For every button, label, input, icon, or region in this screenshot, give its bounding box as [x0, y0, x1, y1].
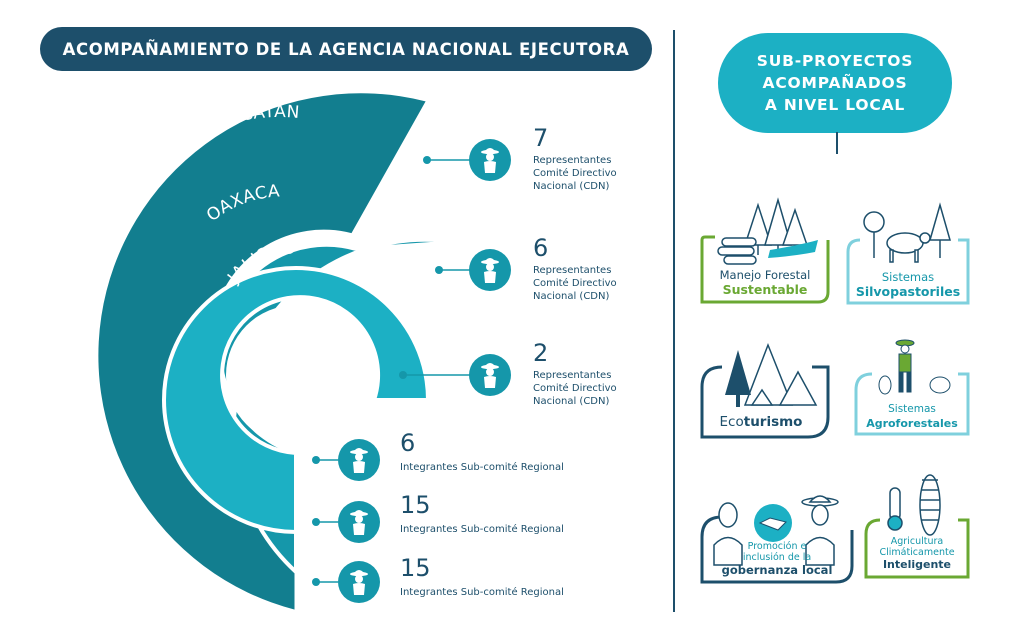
cow-icon [886, 232, 931, 263]
card-agro-text: Sistemas Agroforestales [866, 403, 958, 430]
card-eco [700, 342, 830, 439]
man-hat-icon [801, 495, 839, 566]
handshake-icon [754, 504, 792, 542]
card-forestal-text: Manejo Forestal Sustentable [719, 268, 811, 297]
tent-icon [743, 342, 818, 406]
person-icon [481, 363, 499, 388]
person-icon [350, 448, 368, 473]
logs-icon [717, 237, 757, 265]
regional-label-1: Integrantes Sub-comité Regional [400, 462, 564, 473]
tree-icon [863, 202, 951, 258]
cdn-count-1: 7 [533, 124, 549, 152]
card-agro [854, 339, 970, 436]
pine-tree-icon [725, 350, 751, 407]
person-icon [481, 148, 499, 173]
river [768, 240, 818, 258]
card-forestal [700, 197, 830, 304]
person-icon [481, 258, 499, 283]
card-eco-text: Ecoturismo [719, 414, 803, 430]
pine-tree-icon [743, 197, 809, 255]
cdn-count-2: 6 [533, 234, 549, 262]
subprojects-heading: SUB-PROYECTOS ACOMPAÑADOS A NIVEL LOCAL [718, 33, 952, 133]
regional-label-2: Integrantes Sub-comité Regional [400, 524, 564, 535]
cdn-count-3: 2 [533, 339, 549, 367]
person-icon [350, 510, 368, 535]
regional-count-2: 15 [400, 491, 431, 519]
corn-icon [919, 474, 941, 536]
farmer-icon [878, 339, 951, 395]
ring-jalisco [162, 266, 431, 535]
card-silvo-text: Sistemas Silvopastoriles [855, 270, 961, 299]
page-title: ACOMPAÑAMIENTO DE LA AGENCIA NACIONAL EJ… [40, 27, 652, 71]
woman-icon [713, 502, 743, 566]
regional-count-3: 15 [400, 554, 431, 582]
heading-connector [836, 132, 838, 154]
regional-count-1: 6 [400, 429, 416, 457]
card-agricultura-text: Agricultura Climáticamente Inteligente [879, 536, 955, 571]
card-gobernanza-text: Promoción e inclusión de la gobernanza l… [721, 541, 833, 577]
vertical-divider [673, 30, 675, 612]
card-silvo [846, 202, 970, 305]
card-gobernanza [700, 495, 854, 584]
thermometer-icon [887, 487, 903, 531]
ring-peninsula [98, 93, 426, 610]
person-icon [350, 570, 368, 595]
regional-label-3: Integrantes Sub-comité Regional [400, 587, 564, 598]
card-agricultura [864, 474, 970, 579]
